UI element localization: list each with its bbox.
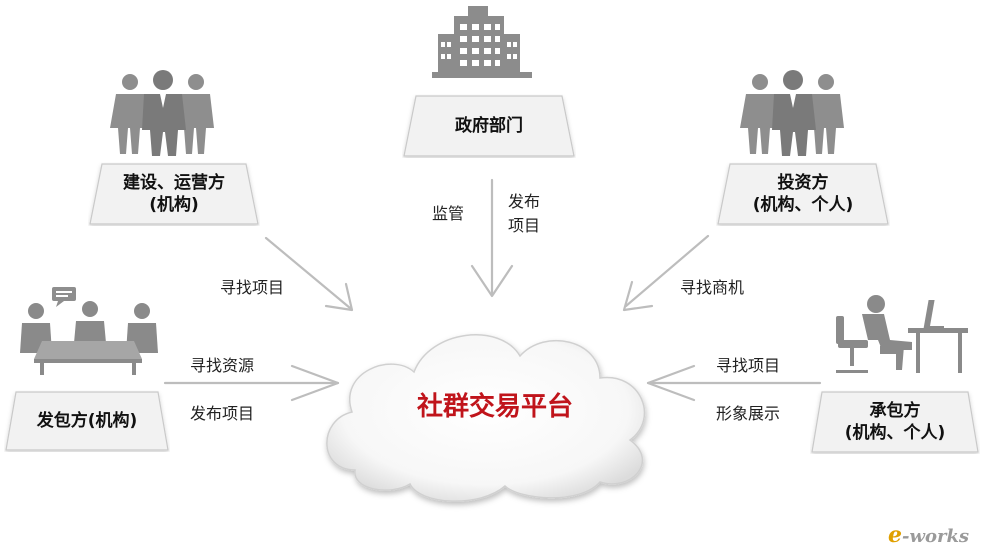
edge-label-investor: 寻找商机 — [680, 278, 745, 297]
eworks-logo-e: e — [888, 522, 902, 548]
office-worker-icon — [836, 295, 968, 373]
node-government-label: 政府部门 — [455, 116, 523, 136]
edge-label-publish: 发布 — [508, 192, 541, 211]
platform-cloud — [326, 334, 646, 502]
edge-label-project: 项目 — [508, 216, 541, 235]
businessmen-group-icon — [110, 70, 214, 156]
node-employer-label: 发包方(机构) — [36, 411, 138, 431]
arrow-government — [470, 178, 514, 298]
node-investor: 投资方 (机构、个人) — [716, 162, 890, 226]
node-contractor-label: 承包方 — [869, 401, 921, 421]
edge-label-contractor-find: 寻找项目 — [716, 356, 781, 375]
node-builder-sublabel: (机构) — [149, 195, 199, 215]
arrow-builder — [264, 236, 354, 312]
node-government: 政府部门 — [402, 94, 576, 158]
node-investor-sublabel: (机构、个人) — [752, 195, 854, 215]
node-contractor: 承包方 (机构、个人) — [810, 390, 980, 454]
eworks-logo-text: -works — [902, 526, 970, 547]
edge-label-builder: 寻找项目 — [220, 278, 285, 297]
edge-label-contractor-show: 形象展示 — [716, 404, 781, 423]
node-builder: 建设、运营方 (机构) — [88, 162, 260, 226]
edge-label-employer-publish: 发布项目 — [190, 404, 255, 423]
node-contractor-sublabel: (机构、个人) — [844, 423, 946, 443]
building-icon — [432, 6, 532, 78]
arrow-employer — [163, 364, 340, 402]
edge-label-employer-find: 寻找资源 — [190, 356, 255, 375]
meeting-table-icon — [20, 287, 158, 375]
eworks-logo: e-works — [888, 522, 969, 548]
node-investor-label: 投资方 — [777, 173, 829, 193]
arrow-contractor — [646, 364, 822, 402]
platform-title: 社群交易平台 — [416, 392, 573, 422]
node-builder-label: 建设、运营方 — [123, 173, 225, 193]
businessmen-group-icon — [740, 70, 844, 156]
arrow-investor — [622, 234, 710, 312]
edge-label-supervise: 监管 — [432, 204, 465, 223]
node-employer: 发包方(机构) — [4, 390, 170, 452]
